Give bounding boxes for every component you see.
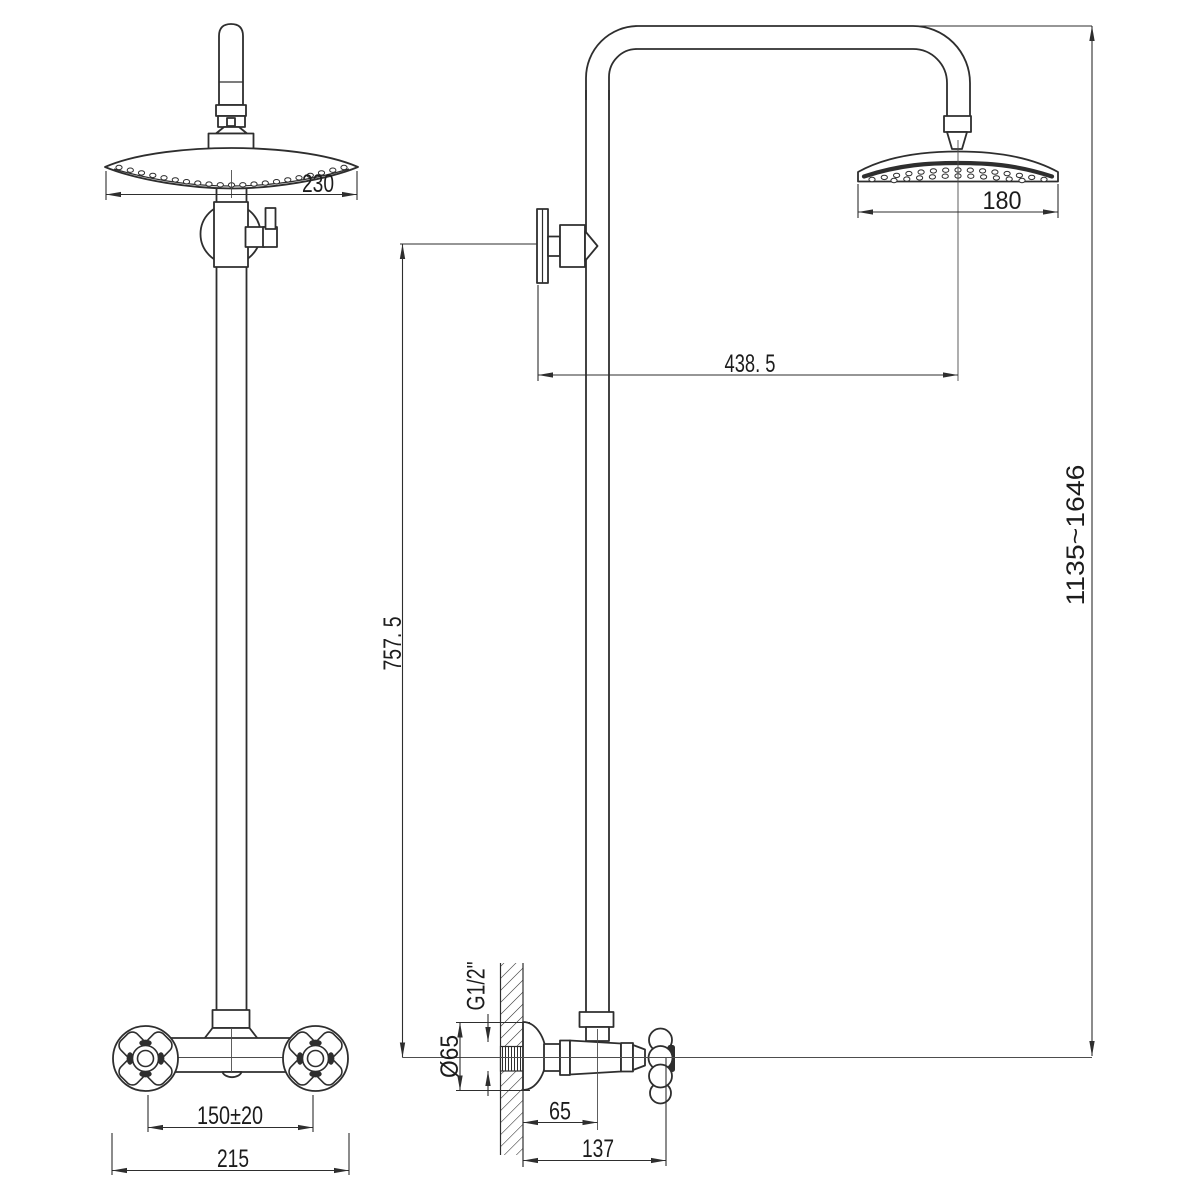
dim-inlet-height: 757. 5 [379,243,537,1058]
side-head-connector [943,115,972,150]
dim-text-mixer-width: 215 [217,1145,249,1173]
left-handle-lobes [118,1031,173,1086]
front-shower-head [104,147,359,198]
front-left-handle [112,1025,179,1092]
dim-text-wall-to-handle: 137 [582,1135,614,1163]
dim-thread-size: G1/2" [463,962,491,1096]
dim-wall-to-handle: 137 [523,1058,667,1166]
dim-text-thread-size: G1/2" [463,962,491,1011]
dim-front-head-width: 230 [105,170,358,200]
front-right-handle [282,1025,349,1092]
front-diverter [199,201,278,268]
side-thread-nipple [499,1045,524,1072]
side-cross-handle [647,1027,675,1105]
dim-text-front-head-width: 230 [302,170,334,198]
dim-text-side-head-width: 180 [983,187,1022,215]
front-top-cap [207,23,255,150]
side-riser-pipe [585,90,610,1012]
dim-wall-to-riser: 65 [523,1098,598,1126]
dim-escutcheon-diameter: Ø65 [436,1021,530,1092]
side-shower-head [857,140,1059,381]
right-handle-lobes [288,1031,343,1086]
side-nozzle-dots [868,167,1048,184]
side-shower-arm [585,25,971,116]
dim-text-handle-spacing: 150±20 [197,1102,263,1130]
dim-text-inlet-height: 757. 5 [379,617,407,671]
dim-handle-spacing: 150±20 [147,1095,314,1132]
dim-total-height: 1135~1646 [913,25,1095,1056]
dim-text-escutcheon-diameter: Ø65 [436,1035,464,1078]
side-wall-bracket [536,208,599,284]
side-valve-body [522,1011,646,1091]
dim-text-wall-to-riser: 65 [549,1098,571,1126]
dim-text-total-height: 1135~1646 [1062,465,1090,606]
dim-mixer-width: 215 [111,1133,350,1175]
dim-side-head-width: 180 [857,184,1059,218]
front-mixer-valve [161,1009,300,1079]
dim-arm-reach: 438. 5 [537,285,958,381]
front-view: 230 150±20 215 [104,23,359,1175]
dim-text-arm-reach: 438. 5 [725,350,776,378]
front-riser-pipe [215,147,248,1013]
side-view: 180 438. 5 757. 5 1135~1646 65 [379,25,1095,1167]
